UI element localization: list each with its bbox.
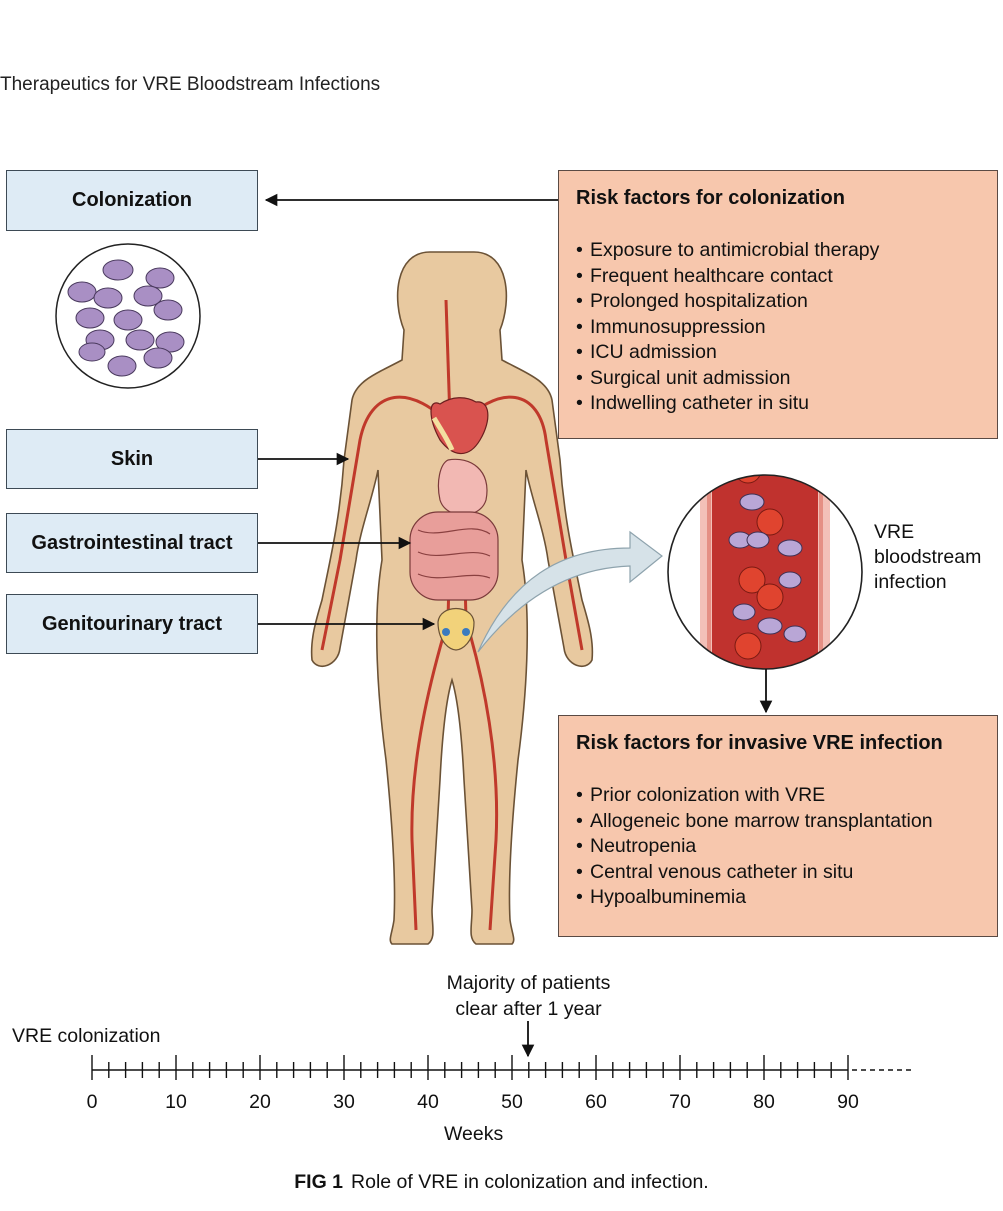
- clearance-annotation: Majority of patients clear after 1 year: [426, 970, 631, 1022]
- digestive-tract-icon: [409, 458, 499, 601]
- bladder-icon: [437, 608, 475, 651]
- timeline-tick-label: 40: [417, 1091, 439, 1113]
- bloodstream-label-line1: VRE: [874, 521, 915, 543]
- list-item: Prolonged hospitalization: [576, 289, 997, 315]
- list-item: Allogeneic bone marrow transplantation: [576, 809, 997, 835]
- list-item: Indwelling catheter in situ: [576, 391, 997, 417]
- list-item: Central venous catheter in situ: [576, 860, 997, 886]
- bloodstream-infection-label: VRE bloodstream infection: [874, 520, 981, 595]
- timeline-axis-label: Weeks: [444, 1123, 504, 1145]
- figure-caption-text: Role of VRE in colonization and infectio…: [351, 1171, 709, 1193]
- timeline-tick-label: 60: [585, 1091, 607, 1113]
- timeline-tick-label: 70: [669, 1091, 691, 1113]
- list-item: Surgical unit admission: [576, 366, 997, 392]
- figure-number: FIG 1: [294, 1171, 344, 1193]
- skin-label: Skin: [110, 447, 154, 470]
- list-item: Hypoalbuminemia: [576, 885, 997, 911]
- timeline-tick-label: 20: [249, 1091, 271, 1113]
- list-item: Immunosuppression: [576, 315, 997, 341]
- list-item: Frequent healthcare contact: [576, 264, 997, 290]
- gu-tract-label: Genitourinary tract: [41, 612, 223, 635]
- gi-tract-box: Gastrointestinal tract: [6, 513, 258, 573]
- timeline-ticks: [91, 1055, 849, 1080]
- infection-risk-box: Risk factors for invasive VRE infection …: [558, 715, 998, 937]
- blood-vessel-magnified-icon: [667, 474, 863, 670]
- timeline-tick-label: 10: [165, 1091, 187, 1113]
- timeline-tick-label: 50: [501, 1091, 523, 1113]
- clearance-annotation-line2: clear after 1 year: [455, 998, 602, 1020]
- list-item: Exposure to antimicrobial therapy: [576, 238, 997, 264]
- gu-tract-box: Genitourinary tract: [6, 594, 258, 654]
- gi-tract-label: Gastrointestinal tract: [31, 531, 233, 554]
- list-item: ICU admission: [576, 340, 997, 366]
- skin-box: Skin: [6, 429, 258, 489]
- colonization-risk-title: Risk factors for colonization: [576, 187, 845, 209]
- figure-caption: FIG 1 Role of VRE in colonization and inf…: [0, 1171, 1003, 1194]
- running-title: Therapeutics for VRE Bloodstream Infecti…: [0, 74, 381, 95]
- bacteria-colony-icon: [55, 243, 201, 389]
- list-item: Neutropenia: [576, 834, 997, 860]
- list-item: Prior colonization with VRE: [576, 783, 997, 809]
- bloodstream-label-line2: bloodstream: [874, 546, 982, 568]
- infection-risk-list: Prior colonization with VRE Allogeneic b…: [576, 783, 997, 911]
- bloodstream-label-line3: infection: [874, 571, 947, 593]
- colonization-risk-box: Risk factors for colonization Exposure t…: [558, 170, 998, 439]
- colonization-box: Colonization: [6, 170, 258, 231]
- clearance-annotation-line1: Majority of patients: [446, 972, 611, 994]
- timeline-tick-label: 90: [837, 1091, 859, 1113]
- timeline-tick-label: 30: [333, 1091, 355, 1113]
- timeline-row-label: VRE colonization: [12, 1025, 161, 1047]
- timeline-tick-label: 0: [86, 1091, 98, 1113]
- colonization-label: Colonization: [72, 189, 192, 211]
- spread-arrow-icon: [477, 530, 663, 653]
- colonization-risk-list: Exposure to antimicrobial therapy Freque…: [576, 238, 997, 417]
- timeline-tick-label: 80: [753, 1091, 775, 1113]
- infection-risk-title: Risk factors for invasive VRE infection: [576, 732, 943, 754]
- heart-icon: [430, 397, 489, 455]
